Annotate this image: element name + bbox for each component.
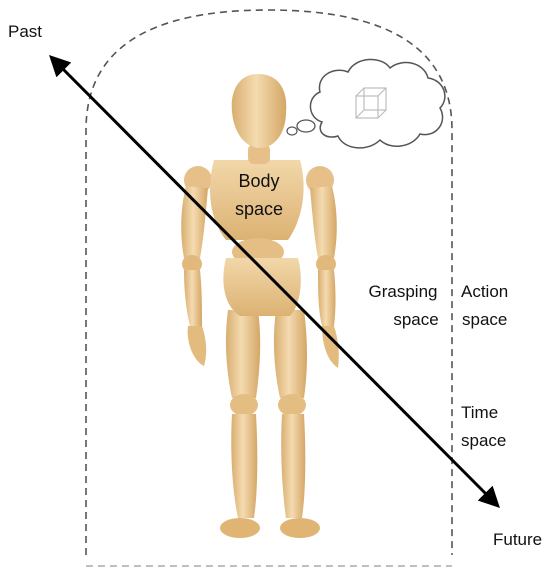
right-thigh	[274, 310, 307, 398]
thought-dot-small	[287, 127, 297, 135]
label-action-space-line2: space	[462, 310, 507, 329]
left-hand	[188, 326, 207, 366]
left-shin	[231, 414, 257, 518]
right-forearm	[318, 270, 336, 326]
left-thigh	[226, 310, 260, 398]
left-upper-arm	[181, 186, 208, 258]
label-time-space-line1: Time	[461, 403, 498, 422]
label-grasping-space-line1: Grasping	[369, 282, 438, 301]
thought-bubble-icon	[287, 59, 445, 147]
right-upper-arm	[310, 186, 337, 258]
label-action-space-line1: Action	[461, 282, 508, 301]
left-forearm	[184, 270, 202, 326]
right-foot	[280, 518, 320, 538]
right-knee	[278, 394, 306, 416]
label-body-space-line1: Body	[238, 171, 279, 191]
head	[232, 74, 287, 148]
thought-dot-large	[297, 120, 315, 132]
left-foot	[220, 518, 260, 538]
wooden-mannequin-icon	[181, 74, 339, 538]
label-grasping-space-line2: space	[393, 310, 438, 329]
label-past: Past	[8, 22, 42, 41]
label-body-space-line2: space	[235, 199, 283, 219]
label-time-space-line2: space	[461, 431, 506, 450]
pelvis	[223, 258, 300, 316]
label-future: Future	[493, 530, 542, 549]
right-shin	[281, 414, 305, 518]
left-knee	[230, 394, 258, 416]
